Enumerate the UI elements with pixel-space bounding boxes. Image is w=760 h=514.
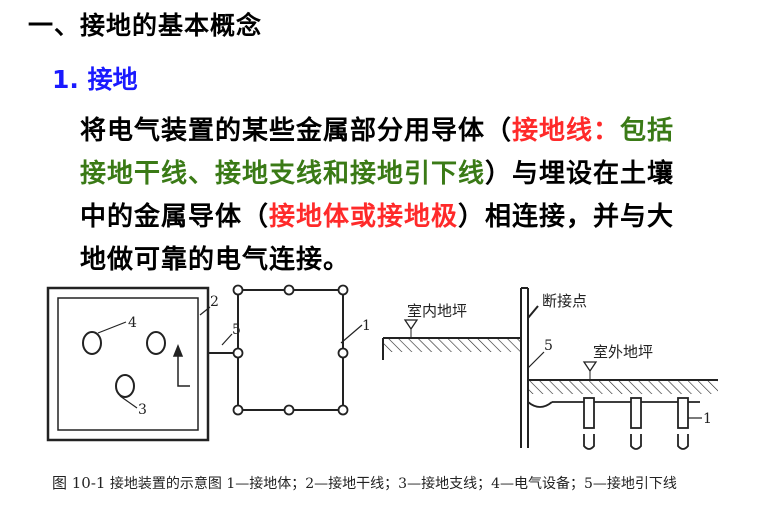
breakpoint-label: 断接点	[542, 292, 587, 310]
down-conductor	[520, 287, 539, 448]
section-heading: 一、接地的基本概念	[28, 11, 263, 40]
buried-conductor	[527, 401, 700, 408]
label-n3: 3	[138, 402, 147, 418]
includes-term: 包括	[620, 116, 675, 146]
para-line-4: 地做可靠的电气连接。	[80, 245, 351, 275]
para-line-2: 接地干线、接地支线和接地引下线）与埋设在土壤	[80, 153, 720, 196]
label-right-n5: 5	[544, 338, 553, 354]
label-n4: 4	[128, 315, 137, 331]
label-n5: 5	[232, 322, 241, 338]
para-line-1: 将电气装置的某些金属部分用导体（接地线：包括	[80, 110, 720, 153]
electrode-term: 接地体或接地极	[269, 202, 459, 232]
equipment-circles	[82, 331, 166, 398]
grid-nodes	[232, 284, 349, 416]
equipment-device-2	[146, 331, 166, 355]
indoor-floor	[382, 319, 521, 360]
figure-caption: 图 10-1 接地装置的示意图 1—接地体；2—接地干线；3—接地支线；4—电气…	[52, 472, 677, 493]
ground-grid	[237, 289, 344, 411]
text-segment: ）相连接，并与大	[458, 202, 675, 232]
text-segment: ）与埋设在土壤	[485, 159, 675, 189]
label-n1: 1	[362, 318, 371, 334]
para-line-3: 中的金属导体（接地体或接地极）相连接，并与大	[80, 196, 720, 239]
outdoor-floor	[528, 361, 718, 394]
equipment-device-1	[82, 331, 102, 355]
outdoor-floor-label: 室外地坪	[593, 343, 653, 361]
ground-electrodes	[583, 397, 689, 450]
arrow	[172, 343, 190, 387]
label-right-n1: 1	[703, 411, 712, 427]
label-n2: 2	[210, 294, 219, 310]
indoor-floor-label: 室内地坪	[407, 302, 467, 320]
leader-line-5	[527, 351, 545, 369]
ground-wire-term: 接地线：	[512, 116, 621, 146]
text-segment: 中的金属导体（	[80, 202, 270, 232]
equipment-device-3	[115, 374, 135, 398]
equipment-enclosure	[46, 286, 210, 442]
figure-number: 图 10-1	[52, 474, 106, 492]
subsection-heading: 1. 接地	[52, 65, 138, 94]
definition-paragraph: 将电气装置的某些金属部分用导体（接地线：包括 接地干线、接地支线和接地引下线）与…	[80, 110, 720, 282]
leader-lines	[97, 306, 363, 409]
figure-caption-text: 接地装置的示意图 1—接地体；2—接地干线；3—接地支线；4—电气设备；5—接地…	[109, 476, 677, 492]
text-segment: 将电气装置的某些金属部分用导体（	[80, 116, 513, 146]
wire-types-term: 接地干线、接地支线和接地引下线	[80, 159, 486, 189]
